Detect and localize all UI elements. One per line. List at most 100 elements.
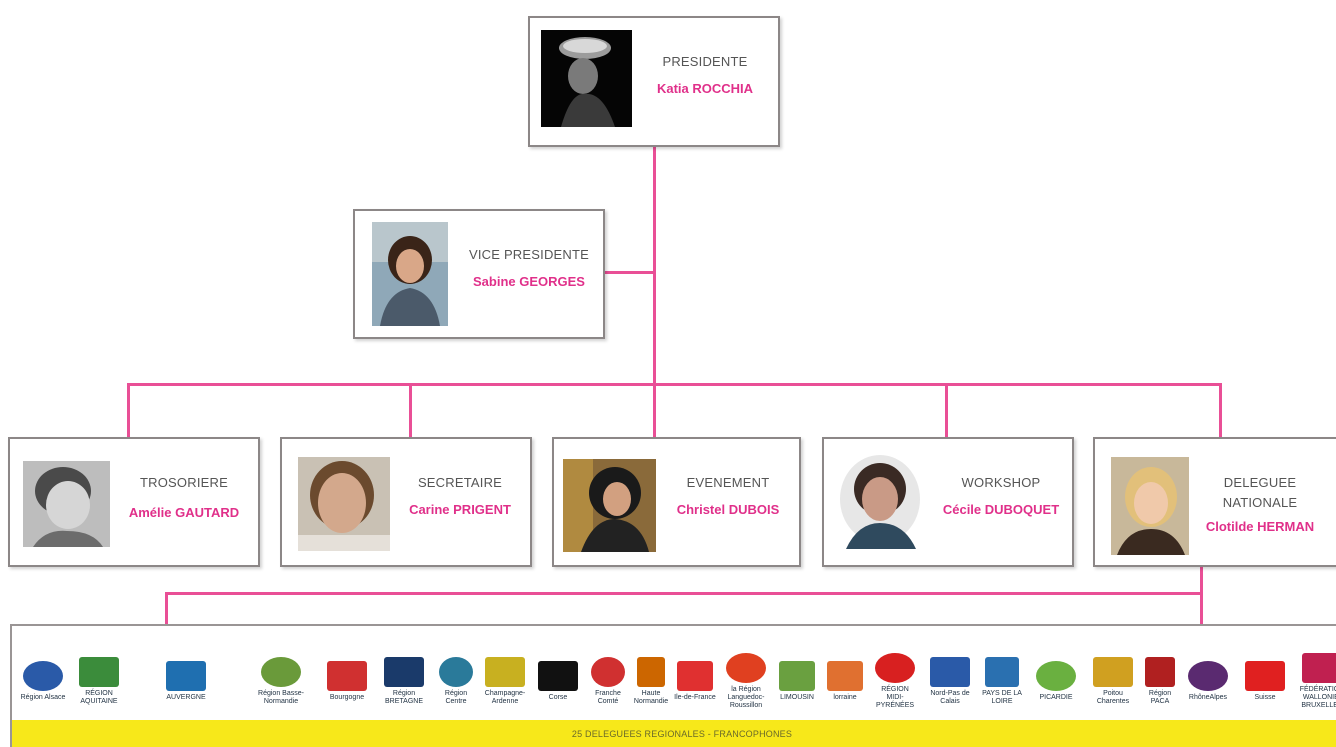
treasurer-photo [23, 461, 110, 547]
region-logo-label: Suisse [1254, 693, 1276, 701]
region-logo: FÉDÉRATION WALLONIE-BRUXELLES [1298, 642, 1336, 720]
region-logo-mark [1245, 660, 1285, 691]
region-logo-label: Région PACA [1148, 689, 1172, 705]
connector-members-bar [127, 383, 1222, 386]
region-logo-mark [1093, 656, 1133, 687]
region-logo-mark [538, 660, 578, 691]
region-logo-label: FÉDÉRATION WALLONIE-BRUXELLES [1299, 685, 1336, 709]
region-logo: Suisse [1238, 642, 1292, 720]
region-logo-mark [166, 660, 206, 691]
region-logo-label: Franche Comté [595, 689, 621, 705]
connector-member-1 [127, 383, 130, 438]
region-logo-label: RhôneAlpes [1188, 693, 1228, 701]
region-logo-mark [1145, 656, 1175, 687]
region-logo: RhôneAlpes [1184, 642, 1232, 720]
connector-member-3 [653, 383, 656, 438]
region-logo: Région BRETAGNE [378, 642, 430, 720]
region-logo-mark [261, 656, 301, 687]
national-delegate-name: Clotilde HERMAN [1205, 519, 1315, 534]
event-role: EVENEMENT [686, 475, 770, 490]
region-logo-label: RÉGION AQUITAINE [80, 689, 118, 705]
region-logo-label: Corse [548, 693, 568, 701]
connector-vice-president [603, 271, 655, 274]
region-logo-label: PAYS DE LA LOIRE [982, 689, 1022, 705]
vice-president-photo [372, 222, 448, 326]
region-logo-label: LIMOUSIN [780, 693, 814, 701]
region-logo-mark [384, 656, 424, 687]
member-card-workshop: WORKSHOP Cécile DUBOQUET [822, 437, 1074, 567]
region-logo: lorraine [824, 642, 866, 720]
region-logo-label: Haute Normandie [633, 689, 669, 705]
member-card-treasurer: TROSORIERE Amélie GAUTARD [8, 437, 260, 567]
member-card-national-delegate: DELEGUEE NATIONALE Clotilde HERMAN [1093, 437, 1336, 567]
event-photo [563, 459, 656, 552]
president-role: PRESIDENTE [662, 54, 748, 69]
connector-delegate-down [1200, 567, 1203, 624]
region-logo: LIMOUSIN [776, 642, 818, 720]
connector-regions-bar [165, 592, 1203, 595]
region-logo-mark [930, 656, 970, 687]
connector-member-4 [945, 383, 948, 438]
region-logo-label: Région Centre [444, 689, 468, 705]
region-logo-mark [637, 656, 665, 687]
member-card-event: EVENEMENT Christel DUBOIS [552, 437, 801, 567]
region-logo: Région Centre [436, 642, 476, 720]
region-logo-mark [677, 660, 713, 691]
secretary-name: Carine PRIGENT [409, 502, 511, 517]
region-logo: Ile-de-France [674, 642, 716, 720]
connector-president-down [653, 146, 656, 386]
region-logo: Région Alsace [20, 642, 66, 720]
region-logo: RÉGION MIDI-PYRÉNÉES [872, 642, 918, 720]
workshop-role: WORKSHOP [961, 475, 1041, 490]
region-logo-label: AUVERGNE [166, 693, 206, 701]
region-logo-label: Champagne-Ardenne [484, 689, 526, 705]
president-photo [541, 30, 632, 127]
region-logo-label: Poitou Charentes [1096, 689, 1130, 705]
region-logo: Bourgogne [322, 642, 372, 720]
region-logo: AUVERGNE [132, 642, 240, 720]
region-logo: Champagne-Ardenne [482, 642, 528, 720]
vice-president-card: VICE PRESIDENTE Sabine GEORGES [353, 209, 605, 339]
connector-member-2 [409, 383, 412, 438]
region-logo: Région Basse-Normandie [246, 642, 316, 720]
region-logo-mark [439, 656, 473, 687]
treasurer-role: TROSORIERE [140, 475, 228, 490]
region-logo-mark [79, 656, 119, 687]
region-logo-mark [827, 660, 863, 691]
secretary-role: SECRETAIRE [417, 475, 503, 490]
region-logo-label: Ile-de-France [674, 693, 716, 701]
region-logo: Région PACA [1142, 642, 1178, 720]
event-name: Christel DUBOIS [676, 502, 780, 517]
region-logo-mark [726, 652, 766, 683]
region-logo-mark [875, 652, 915, 683]
region-logo: Poitou Charentes [1090, 642, 1136, 720]
region-logo-mark [1302, 652, 1336, 683]
region-logo: PICARDIE [1028, 642, 1084, 720]
treasurer-name: Amélie GAUTARD [128, 505, 240, 520]
region-logo-label: la Région Languedoc-Roussillon [727, 685, 765, 709]
region-logo: la Région Languedoc-Roussillon [722, 642, 770, 720]
connector-regions-left [165, 592, 168, 624]
region-logo: Haute Normandie [634, 642, 668, 720]
region-logo-label: RÉGION MIDI-PYRÉNÉES [875, 685, 915, 709]
region-logo-label: Région Basse-Normandie [258, 689, 304, 705]
president-name: Katia ROCCHIA [656, 81, 754, 96]
member-card-secretary: SECRETAIRE Carine PRIGENT [280, 437, 532, 567]
president-card: PRESIDENTE Katia ROCCHIA [528, 16, 780, 147]
region-logo-mark [591, 656, 625, 687]
region-logo-mark [1036, 660, 1076, 691]
connector-member-5 [1219, 383, 1222, 438]
region-logo-mark [985, 656, 1019, 687]
national-delegate-photo [1111, 457, 1189, 555]
workshop-photo [836, 453, 926, 553]
regional-delegates-banner: 25 DELEGUEES REGIONALES - FRANCOPHONES [12, 720, 1336, 747]
region-logo-mark [327, 660, 367, 691]
vice-president-role: VICE PRESIDENTE [468, 247, 590, 262]
region-logo-label: PICARDIE [1039, 693, 1073, 701]
region-logo-label: Bourgogne [329, 693, 365, 701]
region-logo: Corse [534, 642, 582, 720]
region-logo: Franche Comté [588, 642, 628, 720]
workshop-name: Cécile DUBOQUET [942, 502, 1060, 517]
